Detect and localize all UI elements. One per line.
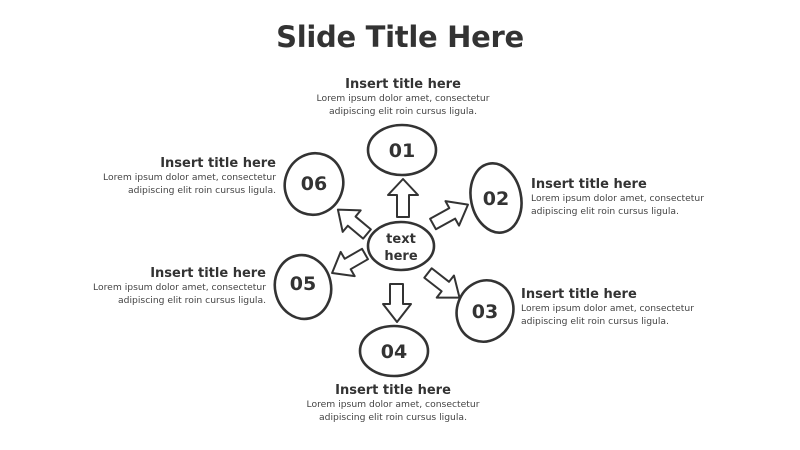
slide-title: Slide Title Here [276, 20, 524, 54]
arrow-to-02-icon [429, 200, 469, 231]
center-ellipse [366, 220, 436, 272]
node-03-ellipse [455, 279, 515, 343]
arrow-to-04-icon [382, 283, 412, 323]
node-02-desc-line2: adipiscing elit roin cursus ligula. [531, 205, 679, 217]
node-04-desc-line1: Lorem ipsum dolor amet, consectetur [306, 399, 480, 410]
node-06-number: 06 [301, 173, 327, 195]
node-01-title: Insert title here [345, 77, 461, 92]
node-03-title: Insert title here [521, 287, 637, 302]
node-01-ellipse [366, 123, 438, 177]
node-04-number: 04 [381, 341, 407, 363]
node-06-desc-line1: Lorem ipsum dolor amet, consectetur [103, 172, 276, 183]
node-05-title: Insert title here [150, 266, 266, 281]
node-01-number: 01 [389, 140, 415, 162]
node-03-number: 03 [472, 301, 498, 323]
arrow-to-05-icon [331, 247, 369, 278]
node-03-desc-line2: adipiscing elit roin cursus ligula. [521, 315, 669, 327]
arrow-to-06-icon [336, 208, 372, 240]
center-text-line1: text [386, 232, 416, 247]
node-03-text: Insert title here Lorem ipsum dolor amet… [521, 287, 741, 328]
node-02-number: 02 [483, 188, 509, 210]
node-01-desc-line2: adipiscing elit roin cursus ligula. [329, 105, 477, 117]
node-04-desc-line2: adipiscing elit roin cursus ligula. [319, 411, 467, 423]
node-05-text: Insert title here Lorem ipsum dolor amet… [46, 266, 266, 307]
node-04-ellipse [358, 324, 430, 378]
node-05-number: 05 [290, 273, 316, 295]
node-01-text: Insert title here Lorem ipsum dolor amet… [293, 77, 513, 118]
node-01-desc-line1: Lorem ipsum dolor amet, consectetur [316, 93, 490, 104]
arrow-to-03-icon [423, 267, 461, 299]
node-02-ellipse [469, 162, 523, 234]
node-02-desc-line1: Lorem ipsum dolor amet, consectetur [531, 193, 704, 204]
node-02-text: Insert title here Lorem ipsum dolor amet… [531, 177, 751, 218]
node-02-title: Insert title here [531, 177, 647, 192]
node-04-text: Insert title here Lorem ipsum dolor amet… [283, 383, 503, 424]
node-03-desc-line1: Lorem ipsum dolor amet, consectetur [521, 303, 694, 314]
node-06-desc-line2: adipiscing elit roin cursus ligula. [128, 184, 276, 196]
node-04-title: Insert title here [335, 383, 451, 398]
node-05-desc-line2: adipiscing elit roin cursus ligula. [118, 294, 266, 306]
arrow-to-01-icon [387, 178, 419, 218]
node-05-desc-line1: Lorem ipsum dolor amet, consectetur [93, 282, 266, 293]
node-05-ellipse [273, 253, 333, 321]
center-text-line2: here [384, 249, 417, 264]
node-06-text: Insert title here Lorem ipsum dolor amet… [56, 156, 276, 197]
node-06-title: Insert title here [160, 156, 276, 171]
node-06-ellipse [283, 151, 345, 217]
